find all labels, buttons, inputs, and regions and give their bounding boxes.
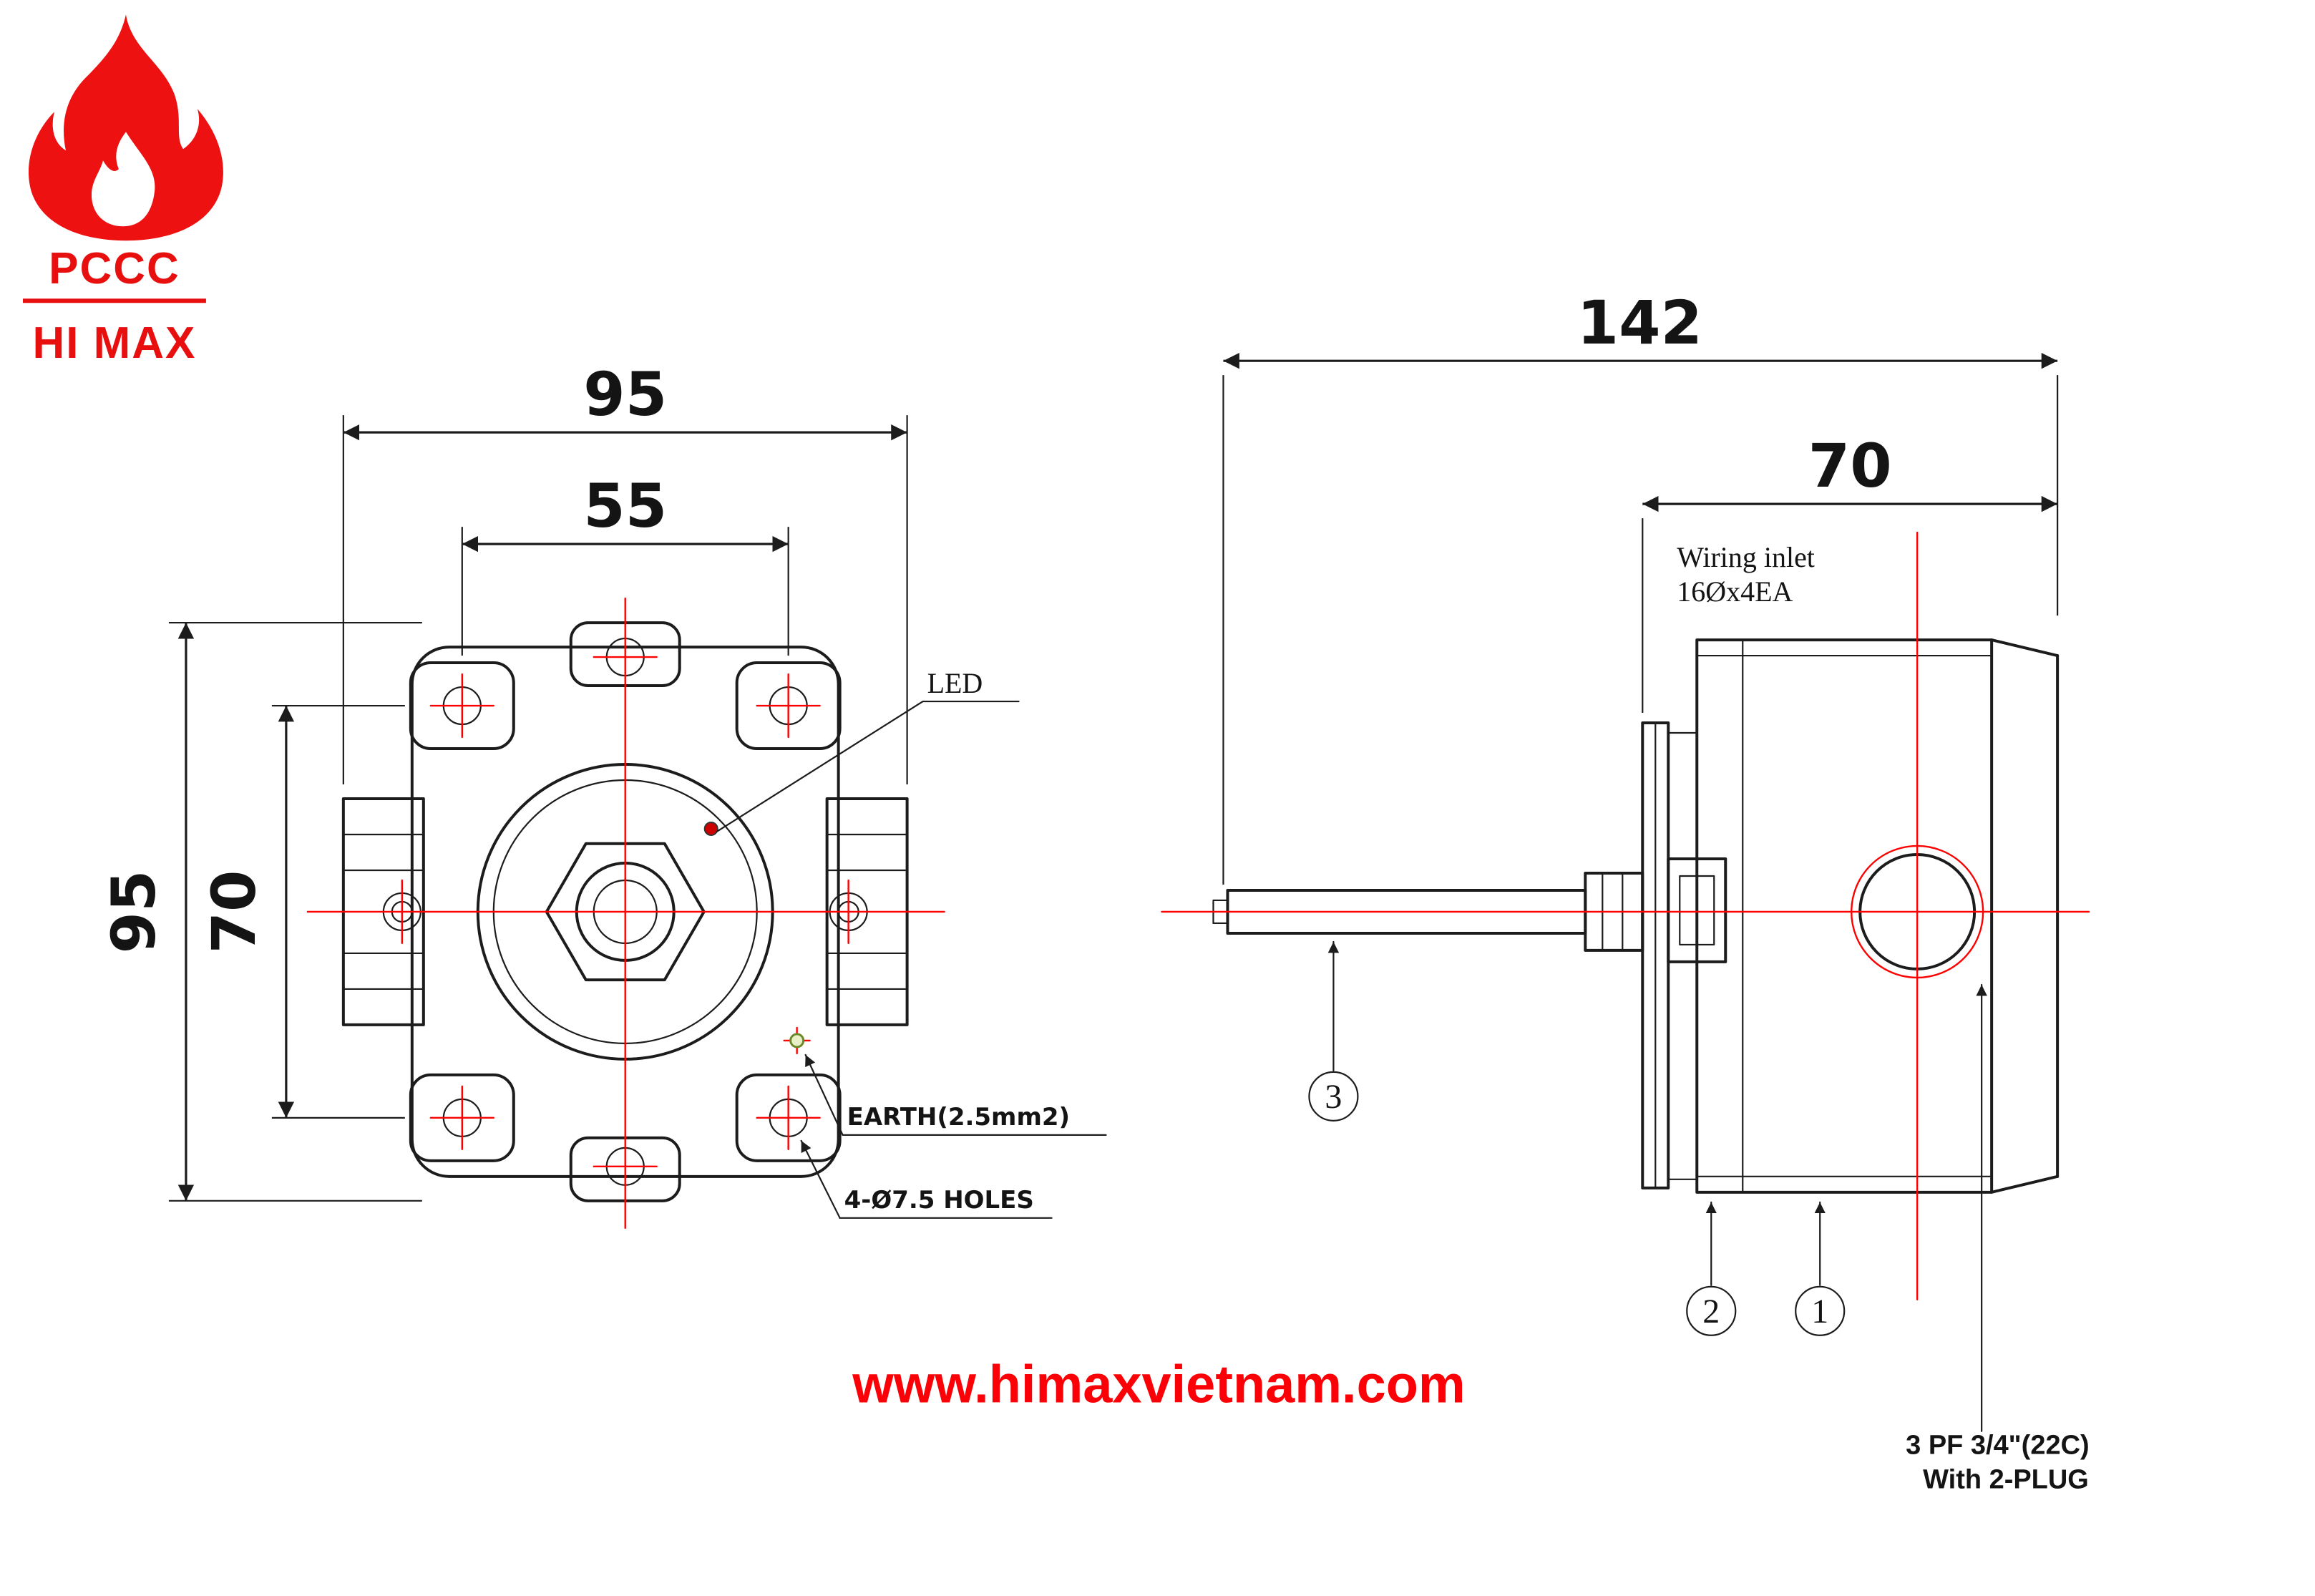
- dim-front-width-55: 55: [461, 471, 789, 656]
- wiring-inlet-label-line1: Wiring inlet: [1677, 541, 1815, 573]
- dim-front-height-95: 95: [99, 621, 422, 1202]
- front-view: LED EARTH(2.5mm2) 4-Ø7.5 HOLES 95 55: [99, 359, 1107, 1230]
- callout-2: 2: [1686, 1201, 1737, 1336]
- logo-text-himax: HI MAX: [33, 318, 197, 368]
- dim-label-95-width: 95: [583, 359, 667, 429]
- dim-label-142: 142: [1577, 288, 1702, 358]
- callout-1: 1: [1795, 1201, 1846, 1336]
- callout-2-number: 2: [1702, 1293, 1720, 1330]
- earth-label: EARTH(2.5mm2): [847, 1103, 1070, 1132]
- earth-leader-line: [804, 1054, 844, 1136]
- logo-text-pccc: PCCC: [49, 244, 180, 293]
- callout-3-number: 3: [1325, 1078, 1342, 1116]
- dim-front-height-70: 70: [199, 704, 405, 1119]
- earth-terminal: [783, 1026, 811, 1055]
- body-housing: [1695, 638, 1994, 1194]
- corner-mounting-tabs: [409, 661, 842, 1162]
- dim-front-width-95: 95: [342, 359, 908, 785]
- flame-icon: [28, 14, 223, 241]
- led-leader-line: [716, 700, 1020, 833]
- callout-1-number: 1: [1811, 1293, 1828, 1330]
- brand-logo: PCCC HI MAX: [22, 14, 223, 368]
- dim-side-length-142: 142: [1222, 288, 2059, 885]
- dim-label-95-height: 95: [99, 870, 169, 954]
- dim-label-55: 55: [583, 471, 667, 541]
- plug-note-line1: 3 PF 3/4"(22C): [1906, 1431, 2089, 1461]
- dim-label-70-side: 70: [1808, 431, 1892, 501]
- plug-note: 3 PF 3/4"(22C) With 2-PLUG: [1906, 983, 2090, 1495]
- website-text: www.himaxvietnam.com: [852, 1355, 1465, 1414]
- rear-housing: [1990, 638, 2060, 1194]
- plug-note-line2: With 2-PLUG: [1923, 1465, 2089, 1495]
- dim-side-width-70: 70: [1642, 431, 2058, 714]
- wiring-inlet-label-line2: 16Øx4EA: [1677, 575, 1793, 608]
- dim-label-70-height: 70: [199, 870, 269, 954]
- holes-label: 4-Ø7.5 HOLES: [844, 1186, 1034, 1215]
- side-view: Wiring inlet 16Øx4EA 142 70 3 2: [1161, 288, 2090, 1495]
- led-label: LED: [927, 667, 983, 699]
- holes-leader-line: [800, 1139, 841, 1219]
- led-indicator-dot: [703, 821, 718, 836]
- callout-3: 3: [1308, 940, 1359, 1121]
- flame-icon-inner: [91, 132, 155, 227]
